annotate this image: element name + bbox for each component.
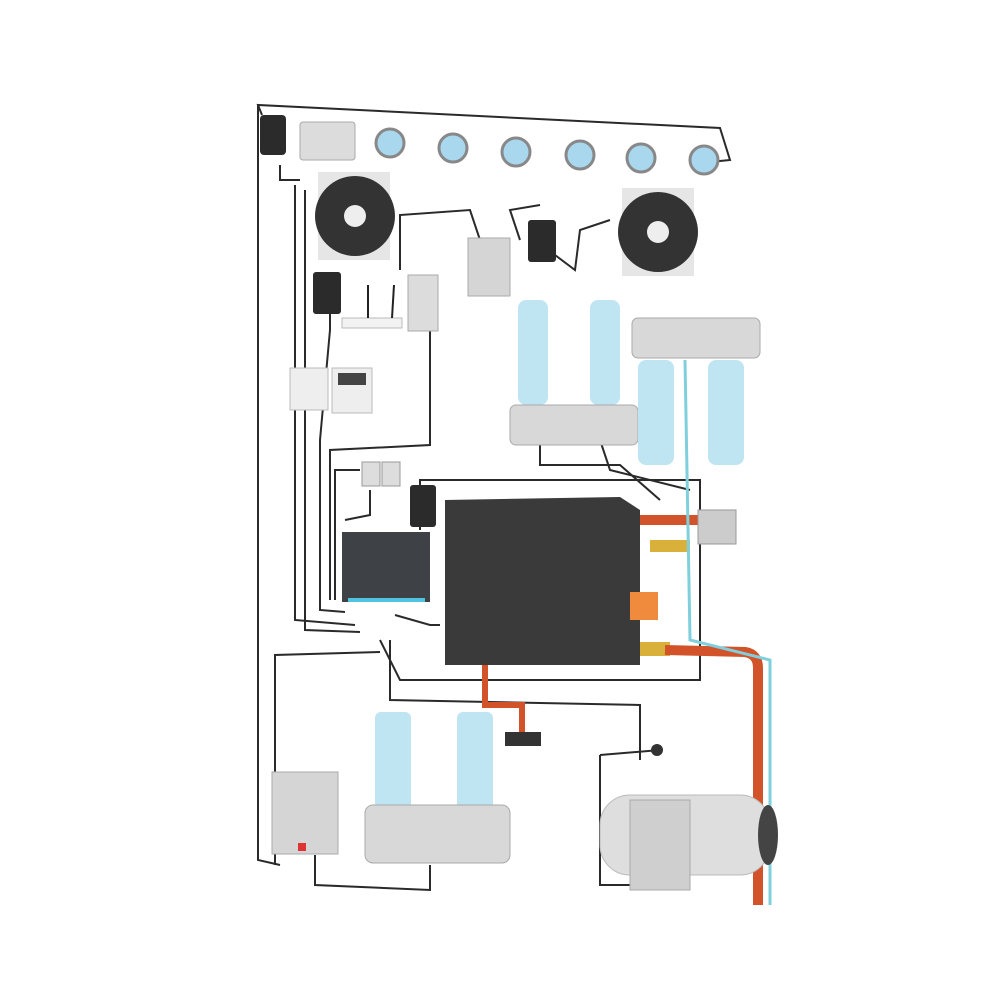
aroma-pump-unit-2	[631, 317, 761, 465]
steam-generator	[445, 497, 640, 665]
steam-controller	[342, 532, 430, 602]
amplifier-box	[467, 237, 511, 297]
power-adapter	[260, 115, 286, 155]
drain-pipe	[482, 665, 525, 735]
light-icon	[625, 142, 657, 174]
speaker-left	[315, 172, 395, 260]
relay	[361, 461, 381, 487]
control-panel-display	[338, 373, 366, 385]
brass-fitting	[650, 540, 690, 552]
wall-switch	[289, 367, 329, 411]
light-icon	[564, 139, 596, 171]
ceiling-lights	[374, 127, 720, 176]
speaker-right	[618, 188, 698, 276]
light-icon	[374, 127, 406, 159]
power-adapter	[410, 485, 436, 527]
water-line	[683, 359, 772, 905]
power-adapter	[528, 220, 556, 262]
control-module	[407, 274, 439, 332]
safety-valve	[697, 509, 737, 545]
light-icon	[500, 136, 532, 168]
power-adapter	[313, 272, 341, 314]
light-icon	[688, 144, 720, 176]
light-icon	[437, 132, 469, 164]
exhaust-fan	[599, 744, 778, 891]
power-supply-box	[271, 771, 339, 855]
wifi-router	[341, 284, 403, 329]
aroma-pump-unit	[509, 300, 639, 446]
solenoid-valve	[630, 592, 658, 620]
light-driver-box	[299, 121, 356, 161]
brass-fitting	[640, 642, 670, 656]
drain-valve	[505, 732, 541, 746]
water-softener-unit	[364, 712, 511, 864]
relay	[381, 461, 401, 487]
indicator-light	[298, 843, 306, 851]
